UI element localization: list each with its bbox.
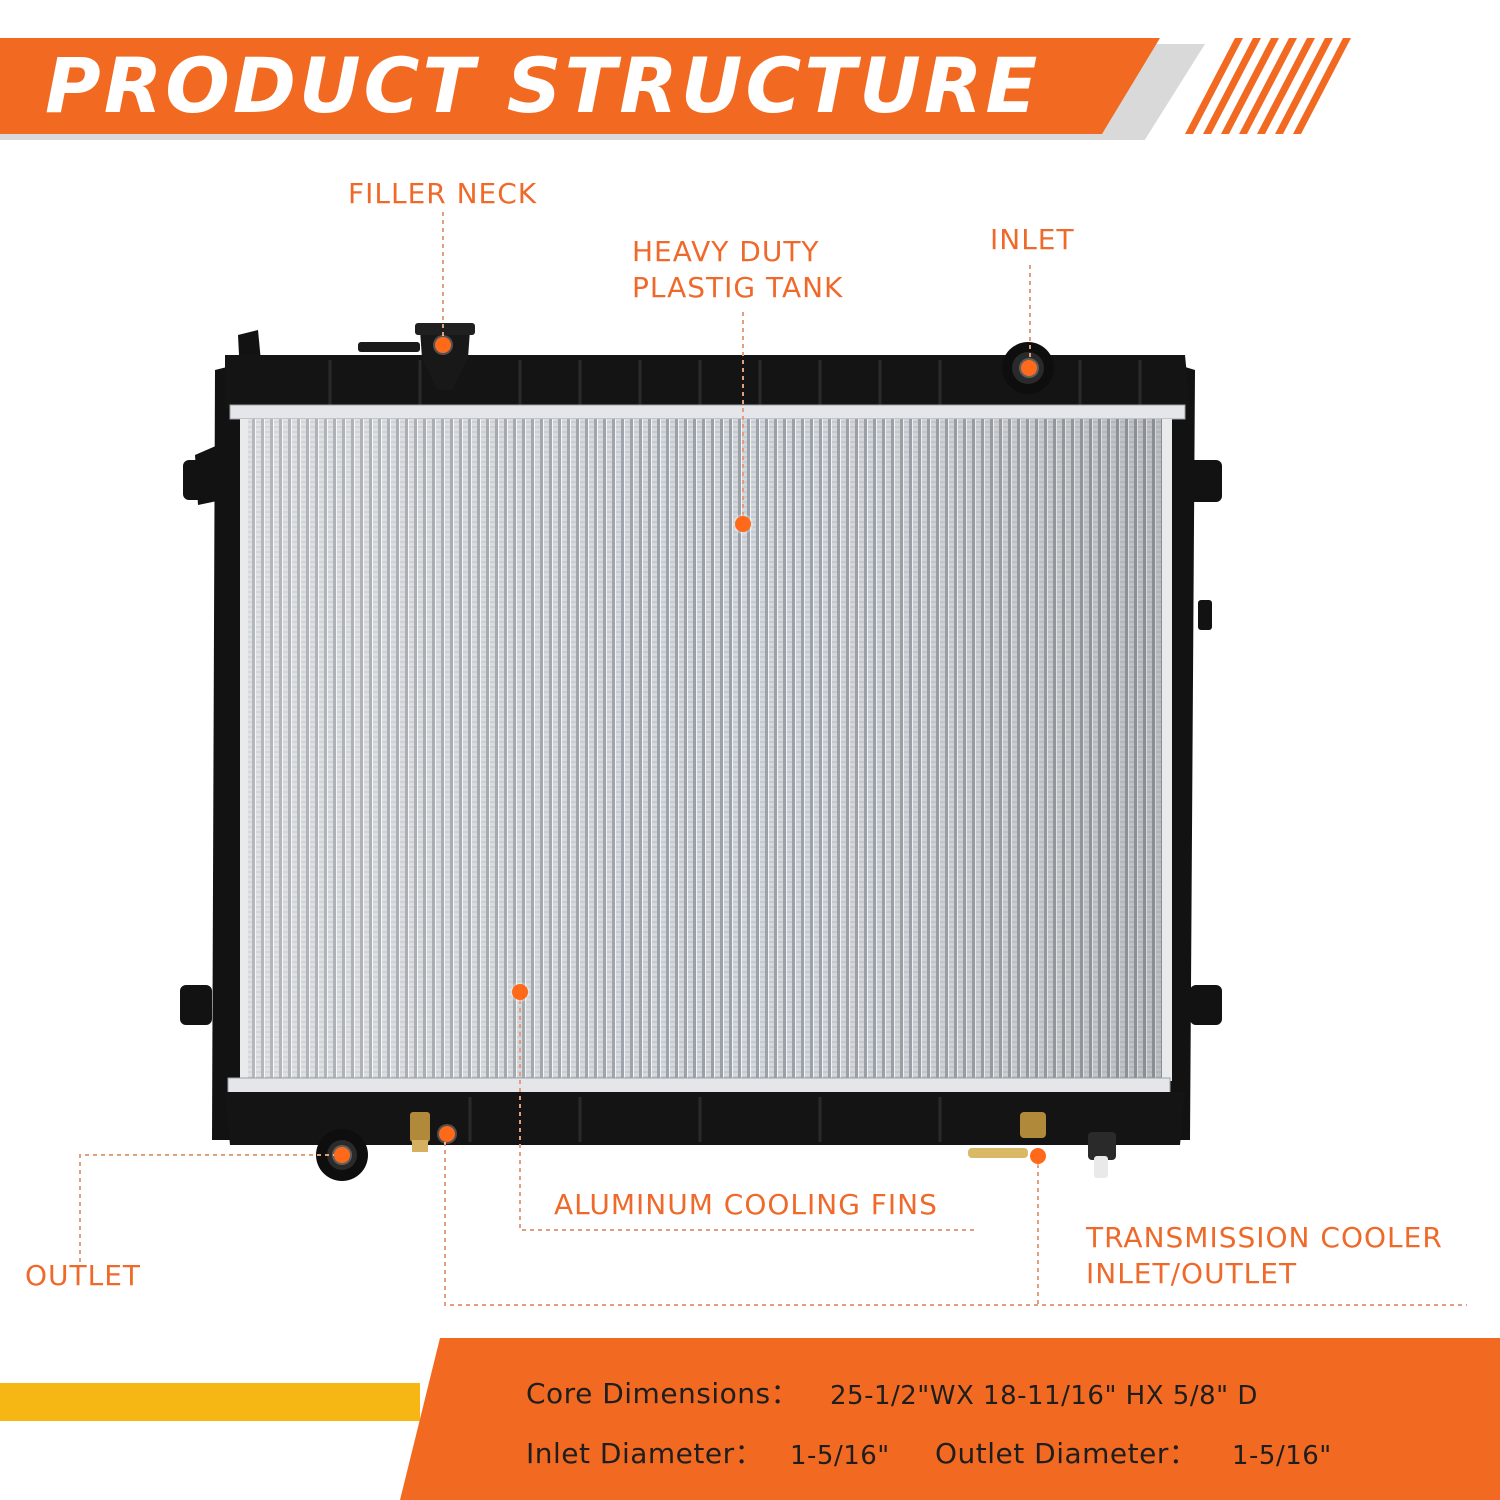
label-outlet: OUTLET: [25, 1259, 142, 1292]
label-fins: ALUMINUM COOLING FINS: [554, 1188, 938, 1221]
label-inlet: INLET: [990, 223, 1075, 256]
spec-core-label: Core Dimensions：: [526, 1377, 800, 1410]
outlet-marker: [334, 1147, 350, 1163]
aluminum-core: [240, 419, 1172, 1081]
tank-marker: [735, 516, 751, 532]
bottom-plastic-tank: [225, 1077, 1185, 1181]
page-title: PRODUCT STRUCTURE: [45, 41, 1041, 130]
spec-outlet-label: Outlet Diameter：: [935, 1437, 1198, 1470]
label-trans-line1: TRANSMISSION COOLER: [1086, 1221, 1443, 1254]
label-tank-line2: PLASTIG TANK: [632, 271, 844, 304]
spec-core-value: 25-1/2"WX 18-11/16" HX 5/8" D: [830, 1381, 1258, 1411]
label-tank-line1: HEAVY DUTY: [632, 235, 820, 268]
trans-right-marker: [1030, 1148, 1046, 1164]
label-trans-line2: INLET/OUTLET: [1086, 1257, 1298, 1290]
inlet-marker: [1021, 360, 1037, 376]
spec-inlet-value: 1-5/16": [790, 1441, 890, 1471]
bottom-yellow-strip: [0, 1383, 420, 1421]
header-banner: [0, 38, 1160, 134]
spec-outlet-value: 1-5/16": [1232, 1441, 1332, 1471]
label-filler-neck: FILLER NECK: [348, 177, 538, 210]
top-plastic-tank: [225, 323, 1190, 420]
spec-inlet-label: Inlet Diameter：: [526, 1437, 764, 1470]
leader-lines: [79, 212, 1467, 1306]
header-stripes-decoration: [1185, 38, 1351, 134]
bottom-spec-band: [400, 1338, 1500, 1500]
fins-marker: [512, 984, 528, 1000]
filler-neck-marker: [435, 337, 451, 353]
trans-left-marker: [439, 1126, 455, 1142]
